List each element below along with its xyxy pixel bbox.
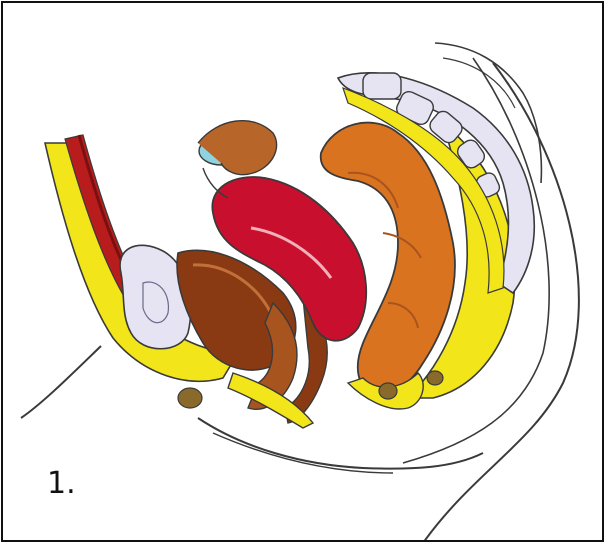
fallopian-tube [198, 121, 277, 175]
coccyx-tip [427, 371, 443, 385]
body-contour-front [21, 346, 101, 418]
body-contour-perineum-inner [213, 433, 393, 473]
anal-sphincter [379, 383, 397, 399]
vertebra [363, 73, 401, 99]
perineal-body [178, 388, 202, 408]
body-contour-perineum [198, 418, 483, 469]
pelvis-sagittal-diagram [3, 3, 604, 542]
figure-number-label: 1. [47, 469, 76, 499]
